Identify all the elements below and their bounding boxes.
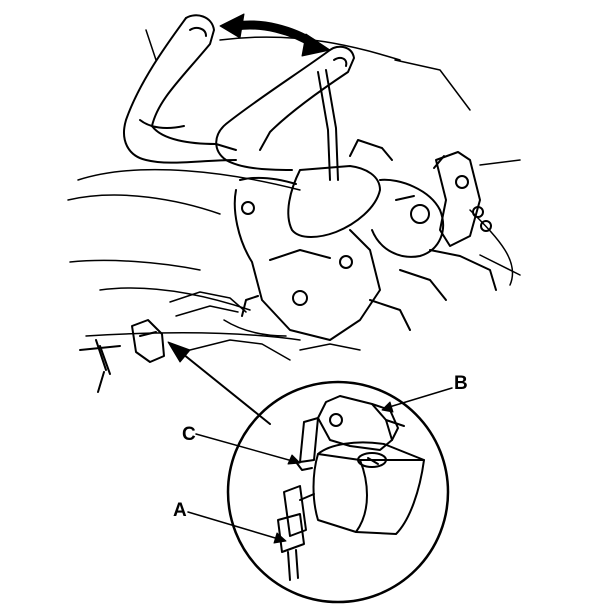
pointer-arrow	[167, 341, 271, 425]
magnified-view	[226, 380, 450, 604]
lever-mechanism	[233, 139, 445, 341]
mounting-bracket	[369, 151, 497, 331]
callout-label-b: B	[454, 373, 468, 394]
console-outline	[67, 29, 521, 341]
floor-structure	[169, 291, 361, 361]
switch-location	[79, 319, 165, 393]
brake-cable	[317, 69, 339, 181]
leader-lines	[187, 387, 453, 544]
lever-raised	[123, 14, 237, 164]
lever-lowered	[215, 45, 355, 171]
motion-arrow	[219, 13, 331, 57]
callout-label-c: C	[182, 424, 196, 445]
callout-label-a: A	[173, 500, 187, 521]
